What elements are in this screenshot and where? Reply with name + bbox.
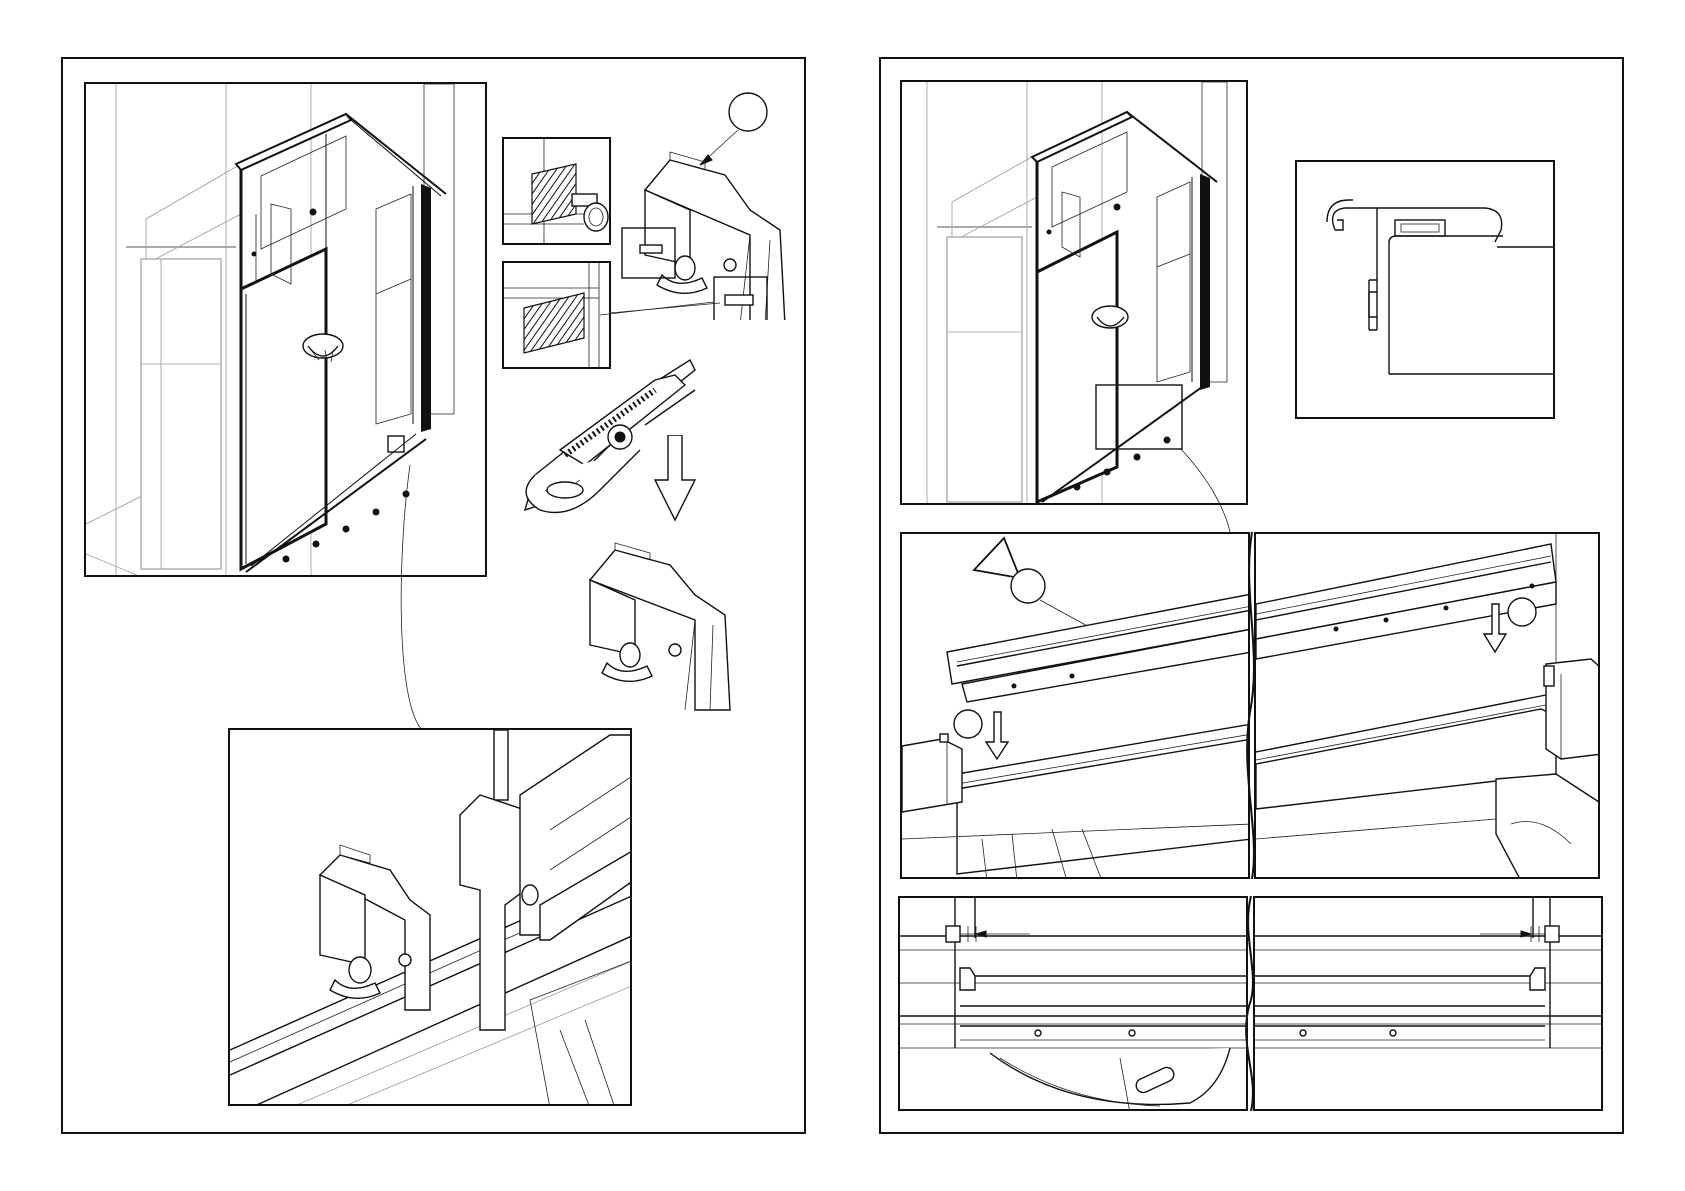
- gap-detail-right-panel: [1253, 896, 1603, 1111]
- down-arrow-icon: [986, 712, 1008, 759]
- cutout-leader-lines: [610, 297, 730, 337]
- profile-cross-section: [1297, 162, 1555, 419]
- rail-right-panel: [1254, 532, 1600, 879]
- track-closeup-panel: [228, 728, 632, 1106]
- cutout-detail-top: [504, 139, 611, 245]
- step-marker-circle: [1508, 598, 1536, 626]
- bracket-after-cut-drawing: [585, 535, 745, 715]
- bracket-with-cutouts-drawing: [600, 90, 800, 320]
- utility-knife-drawing: [515, 355, 735, 515]
- rail-left-panel: [900, 532, 1250, 879]
- gap-detail-left-panel: [898, 896, 1248, 1111]
- profile-section-panel: [1295, 160, 1555, 419]
- break-line: [1241, 896, 1261, 1111]
- cutout-detail-bottom-panel: [502, 261, 611, 369]
- warning-triangle-icon: [974, 538, 1020, 578]
- track-closeup-drawing: [230, 730, 632, 1106]
- cutout-detail-top-panel: [502, 137, 611, 245]
- gap-detail-right-drawing: [1255, 898, 1603, 1111]
- step-marker-circle: [954, 710, 982, 738]
- rail-right-drawing: [1256, 534, 1600, 879]
- down-arrow-icon: [650, 435, 700, 525]
- step-marker-circle: [729, 93, 767, 131]
- break-line: [1242, 532, 1262, 879]
- step-marker-circle: [1011, 569, 1045, 603]
- cutout-detail-bottom: [504, 263, 611, 369]
- rail-left-drawing: [902, 534, 1250, 879]
- gap-detail-left-drawing: [900, 898, 1248, 1111]
